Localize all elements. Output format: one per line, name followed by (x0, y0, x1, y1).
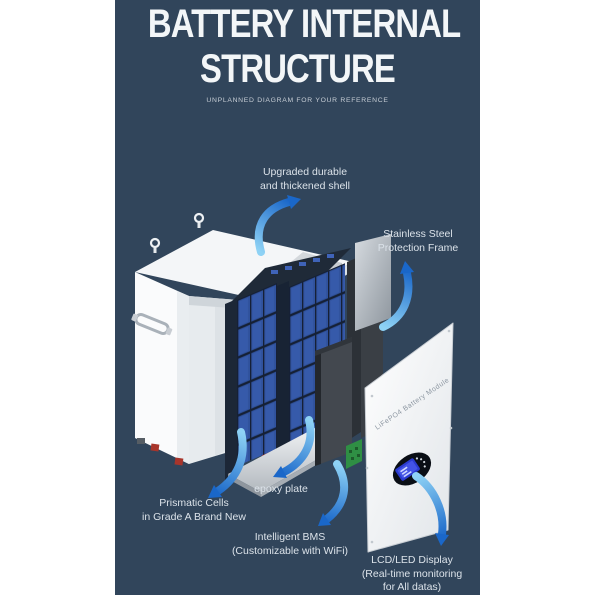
exploded-diagram: LiFePO4 Battery Module (131, 195, 454, 553)
pcb-green (346, 439, 362, 469)
callout-display-line: LCD/LED Display (371, 554, 453, 566)
cell-stack-top (231, 248, 351, 302)
pcb-components (349, 447, 360, 460)
callout-cells-line: in Grade A Brand New (142, 510, 246, 523)
poster-subtitle: UNPLANNED DIAGRAM FOR YOUR REFERENCE (206, 97, 389, 104)
epoxy-plate-edge (228, 474, 261, 497)
callout-display-line: (Real-time monitoring (361, 567, 463, 580)
callout-epoxy-line: epoxy plate (254, 483, 308, 495)
arrow-bms (323, 460, 349, 523)
callout-bms: Intelligent BMS (Customizable with WiFi) (195, 531, 385, 558)
cell-terminals (271, 254, 334, 274)
lcd-buttons (415, 457, 426, 468)
arrow-shell-head (287, 195, 301, 209)
callout-display: LCD/LED Display (Real-time monitoring fo… (332, 554, 492, 595)
callout-steel-frame-line: Protection Frame (377, 241, 459, 254)
poster-panel: LiFePO4 Battery Module (115, 0, 480, 595)
callout-steel-frame-line: Stainless Steel (383, 228, 453, 240)
arrow-epoxy (280, 416, 315, 476)
arrow-display (412, 472, 447, 538)
callout-epoxy: epoxy plate (221, 483, 341, 497)
arrow-bms-head (318, 513, 331, 526)
arrow-epoxy-head (273, 466, 287, 478)
arrow-cells-head (208, 485, 222, 498)
arrow-shell (254, 198, 293, 256)
cell-block-left (237, 283, 277, 466)
poster-title: BATTERY INTERNAL STRUCTURE (115, 2, 480, 92)
cell-frame-middle (277, 281, 289, 462)
callout-shell: Upgraded durable and thickened shell (225, 166, 385, 193)
enclosure-side-shade (177, 291, 189, 464)
bms-board-edge (315, 349, 321, 466)
callout-steel-frame: Stainless Steel Protection Frame (338, 228, 498, 255)
arrow-steel-frame (379, 269, 413, 331)
bms-panel (315, 337, 362, 469)
lcd-readout (400, 466, 412, 478)
arrow-cells (214, 428, 247, 495)
bms-board-edge (315, 337, 352, 356)
cell-frame-left (225, 299, 237, 481)
callout-arrows (208, 195, 449, 546)
title-line-1: BATTERY INTERNAL (147, 2, 461, 46)
callout-bms-line: (Customizable with WiFi) (231, 544, 349, 557)
callout-display-line: for All datas) (382, 581, 442, 593)
protection-frame (347, 234, 391, 441)
arrow-steel-frame-head (400, 261, 414, 274)
enclosure-side-face (135, 272, 189, 464)
arrow-display-head (435, 533, 449, 546)
callout-cells: Prismatic Cells in Grade A Brand New (115, 497, 273, 524)
callout-shell-line: and thickened shell (260, 179, 350, 192)
title-line-2: STRUCTURE (200, 47, 396, 91)
enclosure-foot (174, 457, 184, 466)
bms-board (315, 337, 352, 466)
enclosure-foot (137, 438, 145, 444)
interior-shadow-stripe (215, 305, 227, 456)
callout-cells-line: Prismatic Cells (159, 497, 229, 509)
callout-shell-line: Upgraded durable (262, 166, 348, 178)
callout-bms-line: Intelligent BMS (254, 531, 326, 543)
hanging-hook-icon (149, 237, 161, 253)
carry-handle (131, 313, 173, 336)
steel-sheet (355, 234, 391, 331)
hanging-hook-icon (193, 212, 205, 228)
enclosure-foot (150, 443, 160, 452)
